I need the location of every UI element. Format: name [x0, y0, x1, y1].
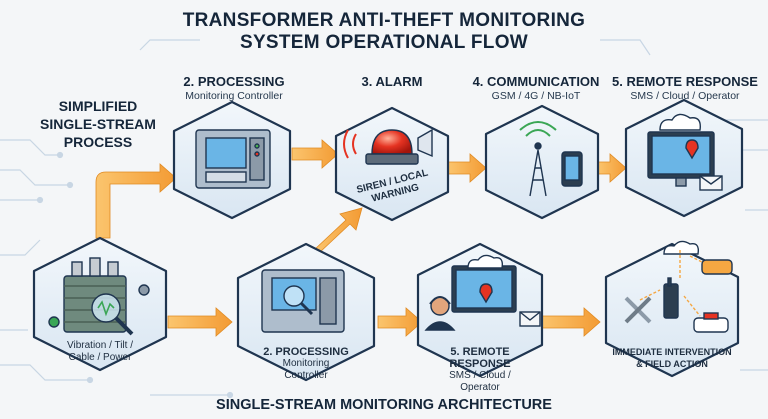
communication-sub: GSM / 4G / NB-IoT	[491, 90, 581, 102]
side-label-line2: SINGLE-STREAM	[40, 116, 156, 132]
circuit-background	[0, 39, 768, 399]
top-remote-heading: 5. REMOTE RESPONSE	[612, 74, 758, 89]
footer-title: SINGLE-STREAM MONITORING ARCHITECTURE	[216, 397, 552, 413]
top-processing-header: 2. PROCESSING Monitoring Controller	[170, 74, 298, 102]
bottom-remote-line1: SMS / Cloud /	[449, 370, 511, 381]
cell-tower-icon	[519, 121, 557, 197]
top-remote-header: 5. REMOTE RESPONSE SMS / Cloud / Operato…	[610, 74, 760, 102]
operator-monitor-icon	[424, 254, 541, 331]
arrow-remote-to-intervention	[539, 307, 601, 337]
sensor-label-line1: Vibration / Tilt /	[67, 340, 133, 351]
bottom-remote-line2: Operator	[460, 382, 500, 393]
alarm-header: 3. ALARM	[340, 74, 444, 89]
bottom-remote-label: 5. REMOTE RESPONSE SMS / Cloud / Operato…	[420, 346, 540, 394]
side-label-line3: PROCESS	[63, 134, 133, 150]
intervention-line1: IMMEDIATE INTERVENTION	[612, 347, 732, 357]
monitor-cloud-icon	[647, 113, 723, 191]
sensor-label-line2: Cable / Power	[68, 352, 132, 363]
top-processing-heading: 2. PROCESSING	[183, 74, 285, 89]
intervention-line2: & FIELD ACTION	[636, 359, 708, 369]
arrow-sensor-to-bottom-processing	[167, 307, 233, 337]
top-processing-sub: Monitoring Controller	[185, 90, 283, 102]
bottom-processing-heading: 2. PROCESSING	[263, 346, 349, 358]
arrow-alarm-to-communication	[447, 153, 487, 183]
bottom-processing-line1: Monitoring	[282, 358, 330, 369]
arrow-communication-to-remote	[597, 153, 627, 183]
top-remote-sub: SMS / Cloud / Operator	[630, 90, 740, 102]
communication-heading: 4. COMMUNICATION	[472, 74, 600, 89]
communication-header: 4. COMMUNICATION GSM / 4G / NB-IoT	[462, 74, 610, 102]
bottom-processing-line2: Controller	[284, 370, 328, 381]
controller-icon	[195, 129, 271, 189]
arrow-processing-to-alarm-diagonal	[313, 207, 363, 255]
sensor-label: Vibration / Tilt / Cable / Power	[44, 340, 156, 364]
siren-icon	[343, 128, 433, 165]
side-label: SIMPLIFIED SINGLE-STREAM PROCESS	[38, 97, 158, 151]
arrow-sensor-to-processing	[95, 163, 177, 239]
main-title-line1: TRANSFORMER ANTI-THEFT MONITORING	[182, 10, 586, 31]
bottom-remote-heading: 5. REMOTE RESPONSE	[449, 346, 511, 370]
phone-icon	[561, 151, 583, 187]
arrow-processing-to-alarm	[291, 139, 339, 169]
hex-communication	[484, 104, 600, 220]
transformer-icon	[48, 257, 150, 336]
intervention-label: IMMEDIATE INTERVENTION & FIELD ACTION	[608, 346, 736, 370]
intervention-icons	[624, 240, 733, 333]
alarm-heading: 3. ALARM	[361, 74, 423, 89]
main-title-line2: SYSTEM OPERATIONAL FLOW	[239, 32, 529, 53]
bottom-controller-icon	[261, 269, 345, 333]
side-label-line1: SIMPLIFIED	[58, 98, 138, 114]
flow-arrows	[95, 139, 627, 337]
arrow-bottom-processing-to-remote	[377, 307, 423, 337]
bottom-processing-label: 2. PROCESSING Monitoring Controller	[252, 346, 360, 382]
